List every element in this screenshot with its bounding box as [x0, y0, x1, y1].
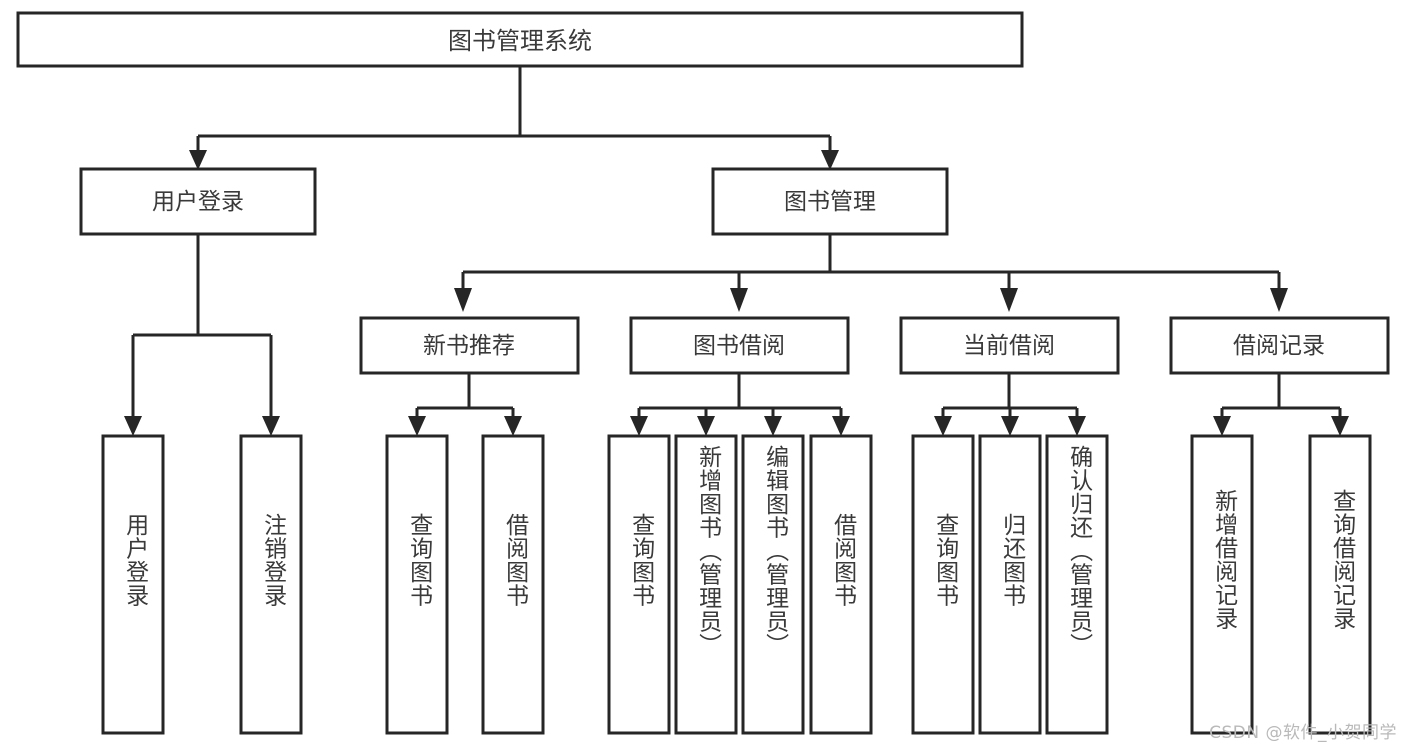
node-box-leaf-return-book[interactable] — [978, 434, 1042, 735]
node-label-borrow-records: 借阅记录 — [1233, 333, 1325, 359]
node-label-current-borrow: 当前借阅 — [963, 333, 1055, 359]
node-box-book-borrow[interactable] — [629, 316, 850, 375]
arrow-current-2 — [1001, 416, 1019, 436]
arrow-borrow-4 — [832, 416, 850, 436]
arrow-leaf-user-login-1 — [124, 416, 142, 436]
arrow-to-user-login — [189, 150, 207, 170]
arrow-newbook-2 — [504, 416, 522, 436]
node-box-user-login[interactable] — [79, 167, 317, 236]
node-box-leaf-query-book-2[interactable] — [607, 434, 671, 735]
arrow-current-1 — [934, 416, 952, 436]
node-box-current-borrow[interactable] — [899, 316, 1120, 375]
node-label-new-book-recommend: 新书推荐 — [423, 333, 515, 359]
node-box-leaf-logout[interactable] — [239, 434, 303, 735]
node-label-book-management: 图书管理 — [784, 189, 876, 215]
arrow-borrow-2 — [697, 416, 715, 436]
node-box-leaf-borrow-book-1[interactable] — [481, 434, 545, 735]
watermark-text: CSDN @软件_小贺同学 — [1209, 723, 1397, 743]
node-label-book-borrow: 图书借阅 — [693, 333, 785, 359]
node-box-leaf-confirm-return[interactable] — [1045, 434, 1109, 735]
node-box-root[interactable] — [16, 11, 1024, 68]
node-box-leaf-borrow-book-2[interactable] — [809, 434, 873, 735]
connector-layer — [124, 66, 1349, 436]
arrow-l3-3 — [1000, 288, 1018, 312]
node-label-user-login: 用户登录 — [152, 189, 244, 215]
arrow-borrow-1 — [630, 416, 648, 436]
arrow-records-2 — [1331, 416, 1349, 436]
node-layer: 图书管理系统 用户登录 图书管理 新书推荐 图书借阅 当前借阅 借阅记录 — [16, 11, 1390, 735]
arrow-to-book-mgmt — [821, 150, 839, 170]
node-box-leaf-edit-book[interactable] — [741, 434, 805, 735]
arrow-l3-2 — [730, 288, 748, 312]
arrow-l3-1 — [454, 288, 472, 312]
node-box-leaf-query-book-1[interactable] — [385, 434, 449, 735]
node-box-leaf-add-book[interactable] — [674, 434, 738, 735]
arrow-current-3 — [1068, 416, 1086, 436]
arrow-l3-4 — [1270, 288, 1288, 312]
arrow-borrow-3 — [764, 416, 782, 436]
arrow-records-1 — [1213, 416, 1231, 436]
node-box-book-management[interactable] — [711, 167, 949, 236]
node-box-leaf-user-login[interactable] — [101, 434, 165, 735]
node-box-leaf-query-record[interactable] — [1308, 434, 1372, 735]
node-box-leaf-query-book-3[interactable] — [911, 434, 975, 735]
node-label-root: 图书管理系统 — [448, 27, 592, 55]
arrow-newbook-1 — [408, 416, 426, 436]
node-box-leaf-add-record[interactable] — [1190, 434, 1254, 735]
node-box-new-book-recommend[interactable] — [359, 316, 580, 375]
arrow-leaf-user-login-2 — [262, 416, 280, 436]
node-box-borrow-records[interactable] — [1169, 316, 1390, 375]
